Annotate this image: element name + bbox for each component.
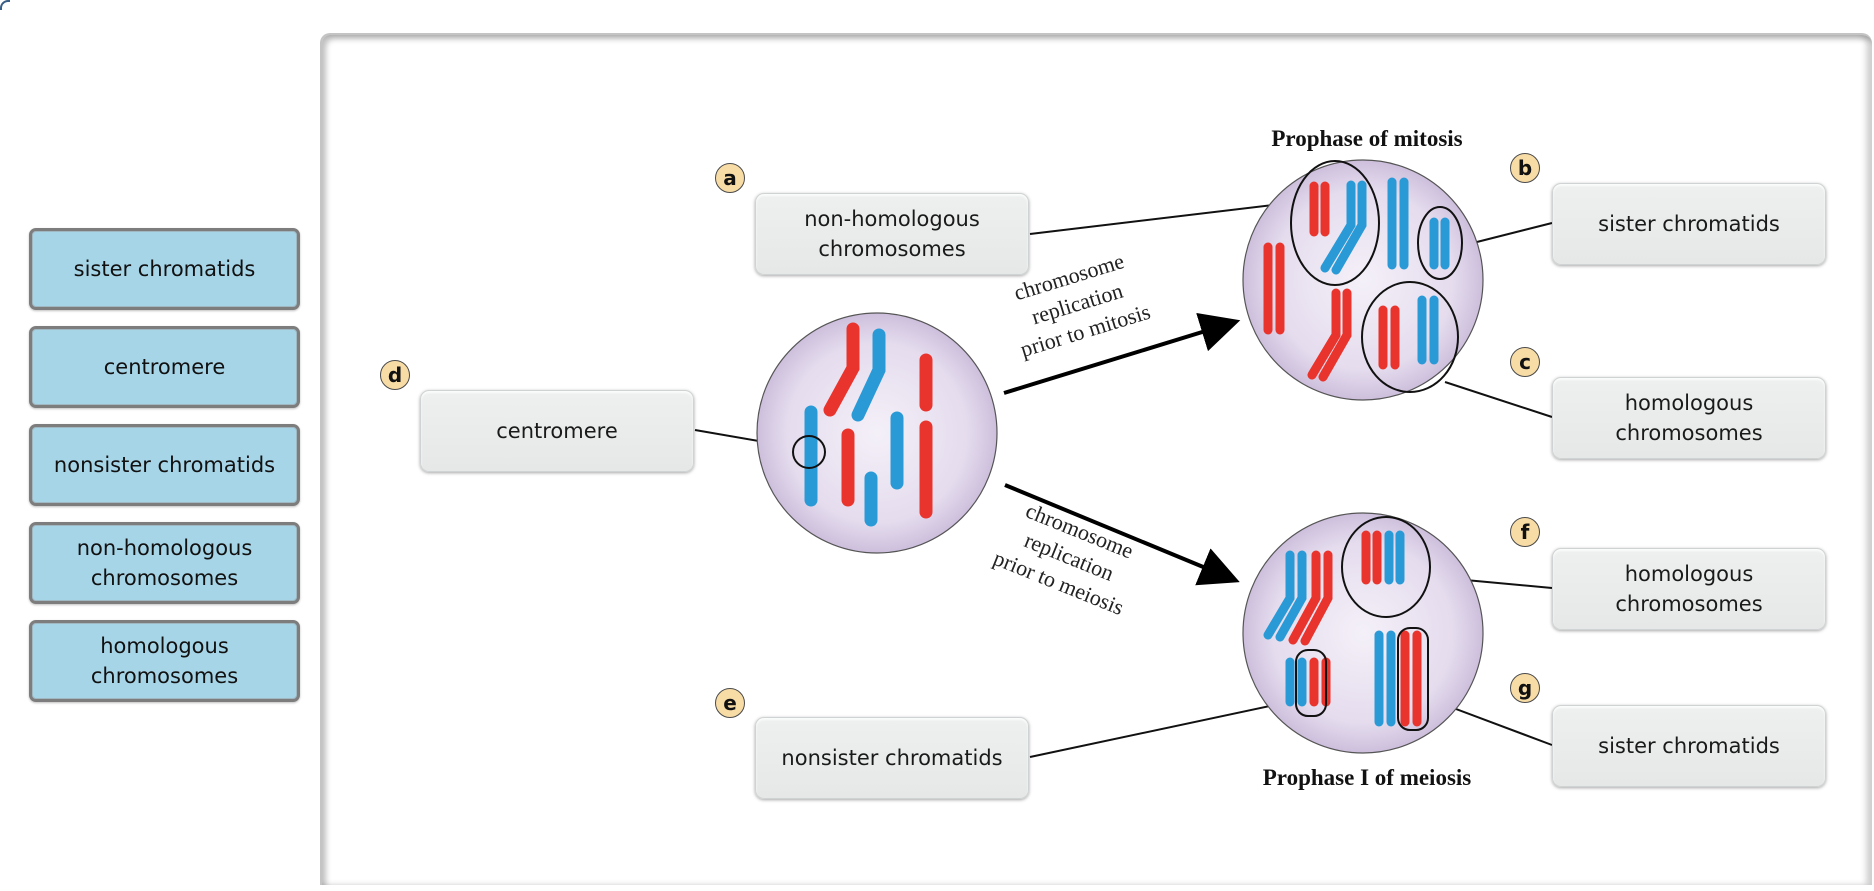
drop-zone-e[interactable]: nonsister chromatids	[755, 717, 1029, 799]
badge-c: c	[1510, 347, 1540, 377]
tile-sister-chromatids[interactable]: sister chromatids	[29, 228, 300, 310]
parent-cell	[756, 312, 998, 554]
drop-zone-b[interactable]: sister chromatids	[1552, 183, 1826, 265]
leader-line-e	[1029, 699, 1299, 758]
badge-g: g	[1510, 673, 1540, 703]
drop-zone-d[interactable]: centromere	[420, 390, 694, 472]
centromere-highlight	[792, 435, 826, 469]
badge-d: d	[380, 360, 410, 390]
leader-line-c	[1444, 381, 1553, 418]
tile-centromere[interactable]: centromere	[29, 326, 300, 408]
homologous-highlight	[1361, 281, 1459, 393]
sister-chromatids-pair-highlight	[1397, 627, 1429, 731]
drop-zone-f[interactable]: homologous chromosomes	[1552, 548, 1826, 630]
title-prophase-mitosis: Prophase of mitosis	[1271, 126, 1463, 151]
leader-line-b	[1464, 222, 1553, 246]
badge-b: b	[1510, 153, 1540, 183]
corner-mark	[0, 0, 10, 10]
mitosis-cell	[1242, 159, 1484, 401]
badge-a: a	[715, 163, 745, 193]
drop-zone-c[interactable]: homologous chromosomes	[1552, 377, 1826, 459]
leader-line-a	[1029, 201, 1299, 235]
tile-nonsister-chromatids[interactable]: nonsister chromatids	[29, 424, 300, 506]
tile-non-homologous-chromosomes[interactable]: non-homologous chromosomes	[29, 522, 300, 604]
drop-zone-a[interactable]: non-homologous chromosomes	[755, 193, 1029, 275]
sister-chromatids-highlight	[1417, 206, 1463, 280]
homologous-pair-highlight	[1341, 516, 1431, 618]
badge-e: e	[715, 688, 745, 718]
tile-homologous-chromosomes[interactable]: homologous chromosomes	[29, 620, 300, 702]
title-prophase-meiosis: Prophase I of meiosis	[1262, 765, 1472, 790]
badge-f: f	[1510, 517, 1540, 547]
drop-zone-g[interactable]: sister chromatids	[1552, 705, 1826, 787]
arrow-to-meiosis	[1004, 483, 1240, 586]
non-homologous-highlight	[1290, 160, 1380, 286]
nonsister-chromatids-highlight	[1295, 649, 1327, 717]
meiosis-cell	[1242, 512, 1484, 754]
arrow-to-mitosis	[1003, 312, 1241, 395]
word-bank: sister chromatids centromere nonsister c…	[29, 228, 300, 718]
